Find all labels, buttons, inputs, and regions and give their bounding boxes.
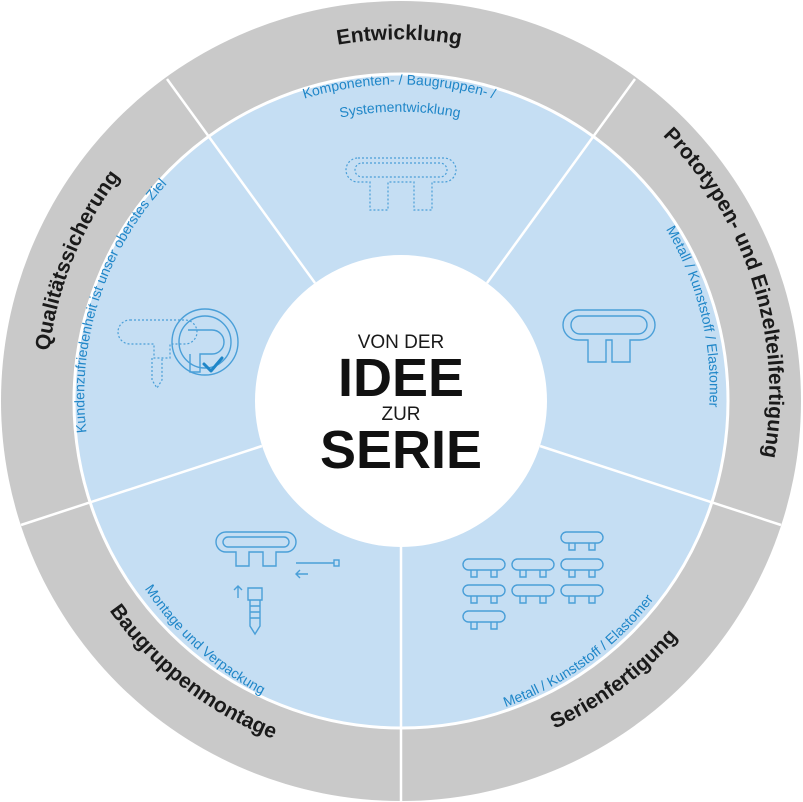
part-outline-icon bbox=[562, 309, 656, 363]
dashed-part-outline-icon bbox=[345, 157, 457, 211]
segment-dividers bbox=[20, 78, 782, 802]
center-line-2: IDEE bbox=[338, 348, 464, 408]
segment-subtitle-entwicklung-2: Systementwicklung bbox=[338, 99, 462, 121]
center-line-4: SERIE bbox=[320, 420, 482, 480]
center-circle bbox=[255, 255, 547, 547]
assembly-screw-icon bbox=[215, 531, 340, 636]
magnifier-check-icon bbox=[117, 308, 239, 390]
center-line-1: VON DER bbox=[358, 332, 445, 353]
center-line-3: ZUR bbox=[381, 404, 420, 425]
many-parts-icon bbox=[462, 531, 604, 630]
